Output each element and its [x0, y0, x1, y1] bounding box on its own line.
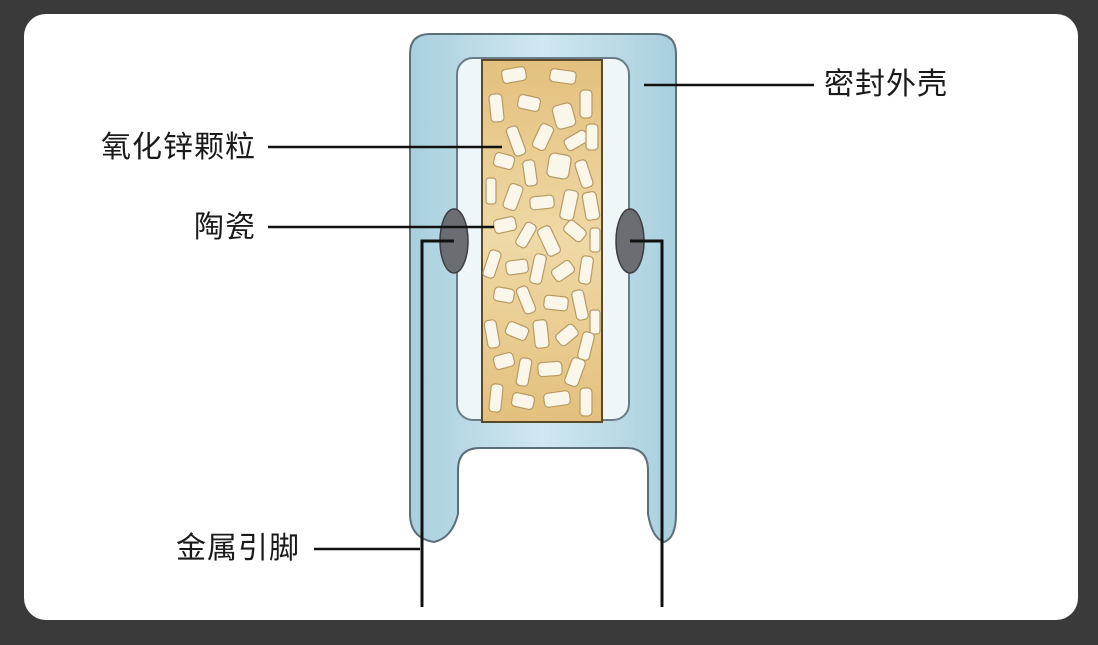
label-metal-leads: 金属引脚 [176, 531, 300, 566]
metal-lead-right [630, 239, 664, 607]
diagram-card: 密封外壳 氧化锌颗粒 陶瓷 金属引脚 [24, 14, 1078, 620]
metal-lead-left [420, 239, 454, 607]
label-sealed-housing: 密封外壳 [824, 67, 948, 102]
label-ceramic: 陶瓷 [194, 210, 256, 245]
varistor-diagram [268, 33, 814, 607]
label-zno-particles: 氧化锌颗粒 [101, 130, 256, 165]
zno-particle-group [482, 66, 601, 417]
